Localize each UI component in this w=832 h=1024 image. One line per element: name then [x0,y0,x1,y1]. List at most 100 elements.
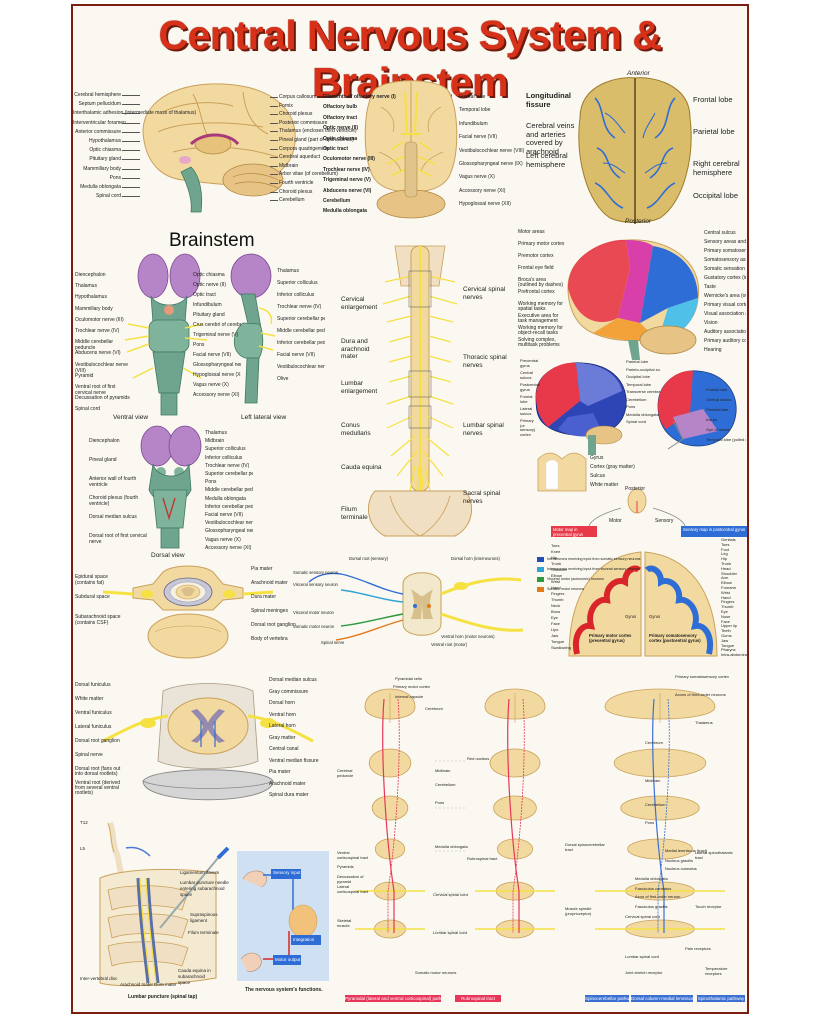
lumbar-puncture-illustration [99,821,230,987]
lobes-right-brain-3: Insula [706,417,717,422]
inferior-right-5: Glossopharyngeal nerve (IX) [459,161,523,167]
functions-illustration [237,851,329,981]
lobes-gyrus-3: White matter [590,482,619,488]
cortex-right-6: Taste [704,284,716,290]
inferior-left-7: Trochlear nerve (IV) [323,166,370,173]
cord-right-2: Dorsal horn [269,700,295,706]
brainstem-lateral-right-3: Trochlear nerve (IV) [277,304,322,310]
cortex-functional-illustration [567,239,700,360]
lobes-right-4: Transverse cerebral fissure [626,389,660,394]
pathway-a-label-4: Cerebral peduncle [337,768,354,778]
brainstem-ventral-right-12: Accessory nerve (XI) [193,392,240,398]
homunculus-motor-4: Shoulder [551,567,568,572]
cortex-right-1: Sensory areas and related association ar… [704,239,746,245]
cord-right-8: Pia mater [269,769,291,775]
pathway-a-label-15: Lumbar spinal cord [433,930,468,935]
pathway-a-label-6: Cerebellum [435,782,456,787]
meninges-panel: Epidural space (contains fat)Subdural sp… [73,554,328,669]
homunculus-sensory-3: Leg [721,551,728,557]
lobes-gyrus-0: Gyrus [590,455,604,461]
spine-left-2: Lumbar enlargement [341,380,378,395]
superior-bottom-label: Posterior [625,218,652,225]
pathway-c-label-13: Axon of first-order neuron [635,894,681,899]
brainstem-ventral-right-10: Hypoglossal nerve (XII) [193,372,241,378]
meninges-right-3: Spinal meninges [251,608,288,614]
cord-right-10: Spinal dura mater [269,792,309,798]
lobes-left-3: Frontal lobe [520,394,533,404]
functions-caption: The nervous system's functions. [245,987,323,993]
homunculus-motor-13: Face [551,621,560,626]
brain-sagittal-illustration [142,83,296,213]
inferior-left-10: Cerebellum [323,198,351,204]
reflex-legend-item-3: Somatic motor neurons [537,586,717,592]
lumbar-label-4: Supraspinous ligament [190,912,218,923]
sagittal-right-leader-11 [270,191,278,193]
sensory-map-label: Sensory map in postcentral gyrus [683,527,746,532]
pathway-pons-2 [620,795,700,821]
cord-right-3: Ventral horn [269,711,296,718]
brainstem-dorsal-left-1: Pineal gland [89,457,117,463]
pathway-c-label-7: Dorsal spinocerebellar tract [565,842,605,852]
reflex-label-7: Ventral root (motor) [431,642,468,647]
cortex-right-8: Primary visual cortex [704,302,746,308]
brainstem-ventral-left-2: Hypothalamus [75,294,107,301]
reflex-legend-swatch-2 [537,576,544,582]
lobes-right-brain-1: Central sulcus [706,397,732,402]
pathway-c-label-15: Fasciculus gracilis [635,904,668,909]
superior-right-3: Occipital lobe [693,191,739,200]
sagittal-left-1: Septum pellucidum [78,101,121,108]
sagittal-left-7: Pituitary gland [89,156,121,163]
pathway-c-label-12: Fasciculus cuneatus [635,886,672,891]
reflex-legend-item-0: Interneurons receiving input from somati… [537,556,717,562]
cord-cross-illustration [102,683,314,801]
spine-left-0: Cervical enlargement [341,296,378,311]
cortex-right-11: Auditory association area [704,329,746,335]
cortex-left-8: Working memory for object-recall tasks [518,325,563,336]
pathway-nerves-1 [475,890,555,930]
brainstem-dorsal-right-10: Facial nerve (VII) [205,512,244,518]
inferior-left-0: Filaments of olfactory nerve (I) [323,94,396,100]
inferior-right-7: Accessory nerve (XI) [459,187,506,194]
pathway-nerves-0 [355,890,425,930]
sagittal-right-12: Cerebellum [279,197,305,204]
lobes-right-7: Medulla oblongata [626,411,659,417]
brainstem-ventral-right-11: Vagus nerve (X) [193,382,229,388]
homunculus-sensory-6: Head [721,565,731,571]
spine-right-1: Thoracic spinal nerves [463,354,507,369]
pathway-c-label-9: Nucleus gracilis [665,858,694,863]
homunculus-sensory-10: Forearm [721,585,737,590]
cord-right-0: Dorsal median sulcus [269,677,317,683]
cortex-left-6: Working memory for spatial tasks [518,301,563,312]
spine-right-2: Lumbar spinal nerves [463,422,504,437]
cortex-left-4: Broca's area (outlined by dashes) [518,277,564,288]
sagittal-left-leader-0 [122,95,140,96]
brainstem-ventral-right-0: Optic chiasma [193,272,225,278]
cortex-right-2: Primary somatosensory cortex [704,248,746,254]
lumbar-label-5: Filum terminale [188,930,219,935]
inferior-right-8: Hypoglossal nerve (XII) [459,201,511,208]
pathway-b-label-1: Rubrospinal tract [467,856,498,861]
pathway-c-label-11: Medulla oblongata [635,876,668,881]
brainstem-ventral-right-2: Optic tract [193,292,216,298]
pathway-c-label-2: Thalamus [695,720,713,725]
brainstem-ventral-left-9: Pyramid [75,372,94,379]
sagittal-right-7: Cerebral aqueduct [279,154,321,161]
brainstem-ventral-right-7: Pons [193,342,205,348]
dorsal-caption: Dorsal view [151,552,185,559]
pathway-tract-1 [507,698,520,933]
homunculus-motor-5: Elbow [551,573,562,578]
sagittal-left-10: Medulla oblongata [80,184,121,190]
pathway-pons-1 [493,795,537,821]
homunculus-motor-14: Lips [551,627,559,632]
reflex-legend-swatch-3 [537,586,544,592]
brainstem-lateral-right-9: Olive [277,376,289,382]
brainstem-ventral-right-1: Optic nerve (II) [193,282,227,288]
superior-right-2: Right cerebral hemisphere [693,159,740,177]
pathway-c-label-0: Primary somatosensory cortex [675,674,730,679]
reflex-legend-text-2: Visceral motor (autonomic) neurons [547,577,604,581]
spine-right-3: Sacral spinal nerves [463,490,501,505]
gyrus-left-label: Gyrus [625,614,637,619]
brainstem-dorsal-left-2: Anterior wall of fourth ventricle [89,476,137,488]
brainstem-lateral-right-6: Inferior cerebellar peduncle [277,340,325,346]
pathway-c-label-14: Muscle spindle (proprioceptor) [565,906,592,916]
